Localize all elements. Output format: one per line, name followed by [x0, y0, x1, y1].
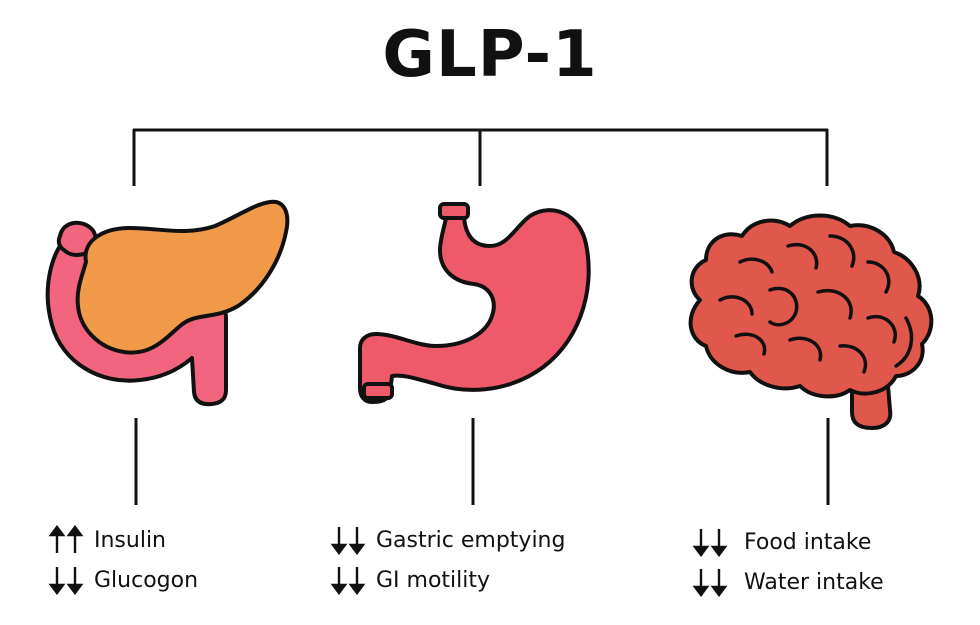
- effect-label: GI motility: [376, 567, 491, 593]
- arrow-up-icon: [48, 525, 86, 555]
- effect-label: Food intake: [744, 529, 872, 555]
- effect-label: Insulin: [94, 527, 167, 553]
- effect-label: Glucogon: [94, 567, 199, 593]
- effect-row: Food intake: [692, 522, 884, 562]
- effect-row: Insulin: [48, 520, 198, 560]
- pancreas-effects: Insulin Glucogon: [48, 520, 198, 600]
- arrow-down-icon: [330, 525, 368, 555]
- stomach-effects: Gastric emptying GI motility: [330, 520, 565, 600]
- pylorus-cap: [362, 382, 394, 400]
- brain-icon: [688, 213, 934, 430]
- effect-label: Water intake: [744, 569, 884, 595]
- arrow-down-icon: [330, 565, 368, 595]
- pancreas-icon: [45, 199, 290, 407]
- arrow-down-icon: [48, 565, 86, 595]
- effect-row: Glucogon: [48, 560, 198, 600]
- connector-lines: [132, 128, 830, 505]
- diagram-title: GLP-1: [382, 18, 598, 92]
- effect-row: GI motility: [330, 560, 565, 600]
- effect-label: Gastric emptying: [376, 527, 566, 553]
- effect-row: Gastric emptying: [330, 520, 565, 560]
- arrow-down-icon: [692, 567, 730, 597]
- arrow-down-icon: [692, 527, 730, 557]
- effect-row: Water intake: [692, 562, 884, 602]
- brain-effects: Food intake Water intake: [692, 522, 884, 602]
- esophagus-cap: [438, 202, 470, 220]
- stomach-icon: [358, 202, 591, 404]
